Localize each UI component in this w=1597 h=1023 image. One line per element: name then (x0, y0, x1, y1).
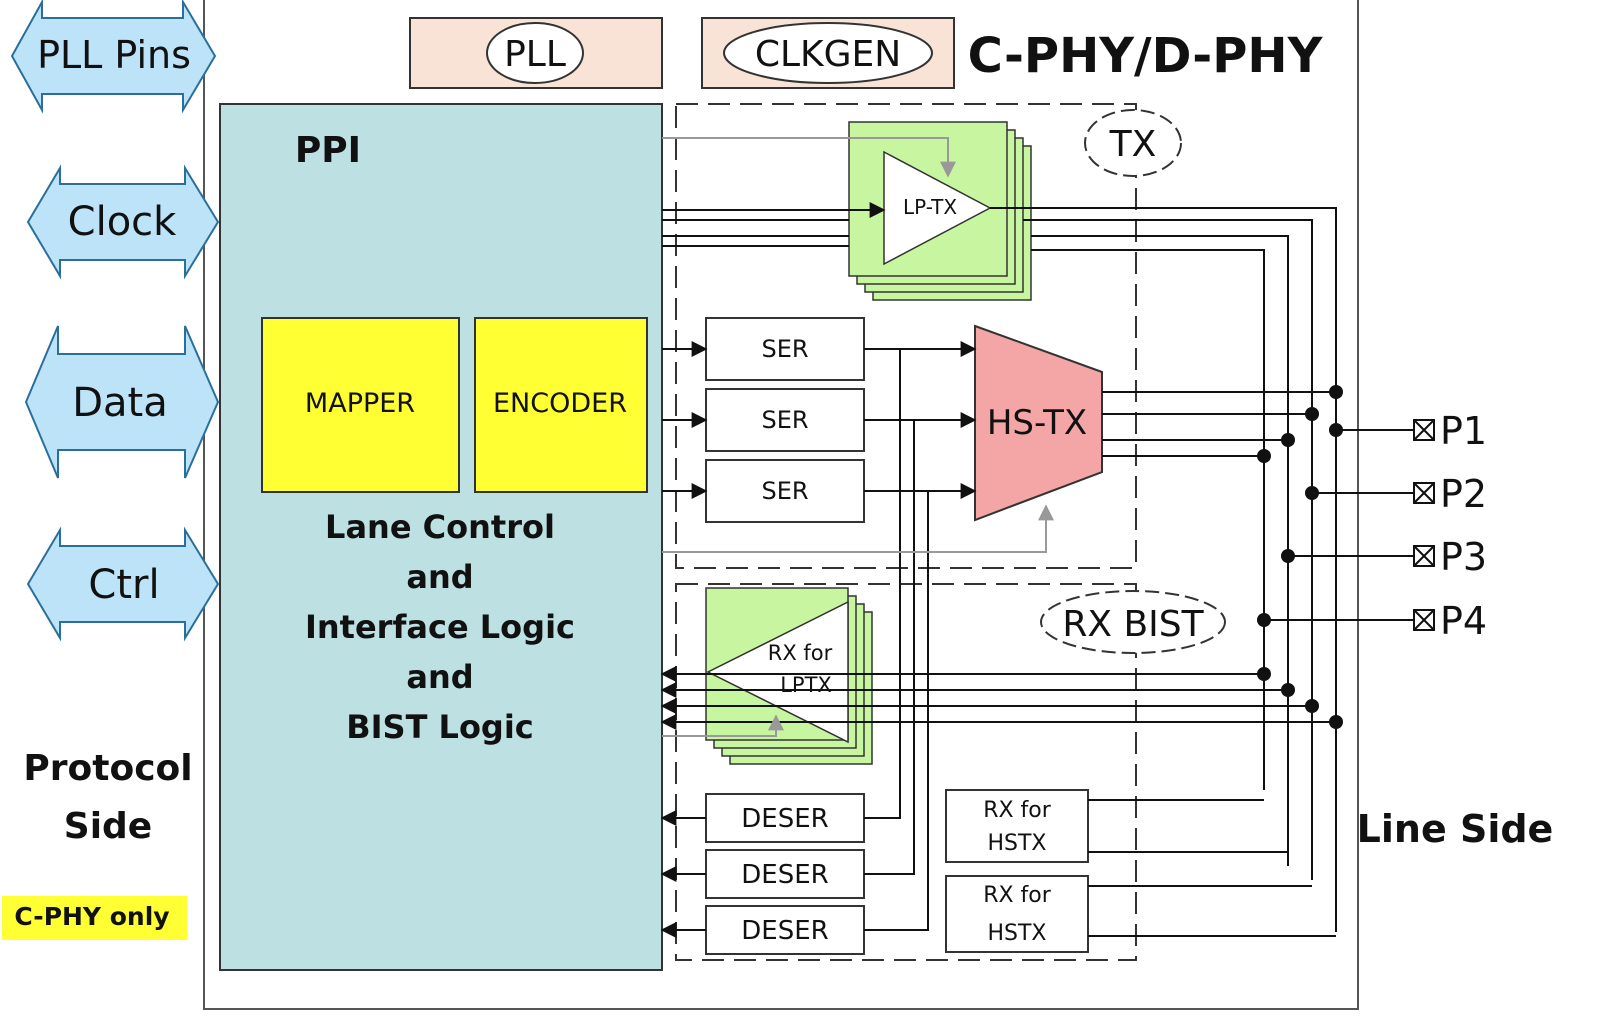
tx-label: TX (1109, 124, 1157, 165)
rx-hstx-2-line2: HSTX (987, 921, 1046, 946)
rx-hstx-1-line2: HSTX (987, 831, 1046, 856)
rx-hstx-2-line1: RX for (983, 883, 1052, 908)
pin-p2: P2 (1413, 472, 1487, 516)
protocol-side-line2: Side (64, 806, 152, 847)
ser-label-2: SER (761, 406, 808, 434)
mapper-block (261, 317, 460, 493)
rx-region (675, 583, 1137, 961)
control-lines (662, 137, 1054, 737)
encoder-block (474, 317, 648, 493)
wiring (660, 202, 1414, 938)
pin-p4: P4 (1413, 599, 1487, 643)
clkgen-ellipse (723, 22, 933, 84)
rx-bist-label: RX BIST (1062, 604, 1204, 645)
cphy-only-label: C-PHY only (14, 902, 169, 931)
pll-label: PLL (504, 34, 566, 75)
clock-label: Clock (68, 199, 178, 245)
pin-p3: P3 (1413, 535, 1487, 579)
pll-ellipse (486, 22, 584, 84)
phy-boundary (203, 0, 1359, 1010)
tx-region (675, 103, 1137, 569)
deser-box-3 (705, 905, 865, 955)
rx-bist-ellipse (1040, 590, 1226, 654)
ser-label-1: SER (761, 335, 808, 363)
clock-arrow: Clock (26, 164, 220, 280)
deser-label-1: DESER (741, 804, 828, 834)
lp-tx-label: LP-TX (903, 195, 957, 219)
pll-pins-label: PLL Pins (37, 33, 191, 77)
pin-p3-label: P3 (1440, 535, 1487, 579)
cphy-only-badge (2, 896, 187, 940)
tx-ellipse (1084, 109, 1182, 177)
deser-label-2: DESER (741, 860, 828, 890)
protocol-side-line1: Protocol (23, 748, 192, 789)
rx-hstx-1-line1: RX for (983, 798, 1052, 823)
pin-p1: P1 (1413, 409, 1487, 453)
pin-p4-label: P4 (1440, 599, 1487, 643)
hs-tx-label: HS-TX (987, 403, 1087, 443)
encoder-label: ENCODER (493, 388, 627, 419)
ppi-logic-line1: Lane Control (325, 508, 555, 546)
rx-lptx-line1: RX for (768, 641, 833, 665)
ctrl-arrow: Ctrl (26, 526, 220, 642)
data-arrow: Data (24, 325, 220, 479)
data-label: Data (72, 380, 168, 426)
phy-title: C-PHY/D-PHY (968, 28, 1324, 84)
pin-p1-label: P1 (1440, 409, 1487, 453)
ppi-block (219, 103, 663, 971)
ser-box-3 (705, 459, 865, 523)
ppi-logic-line5: BIST Logic (346, 708, 534, 746)
ser-box-2 (705, 388, 865, 452)
rx-hstx-box-1 (945, 789, 1089, 863)
ppi-logic-line4: and (406, 658, 473, 696)
ppi-logic-line2: and (406, 558, 473, 596)
ppi-title: PPI (295, 130, 361, 171)
hs-tx-block (974, 324, 1103, 522)
pll-pins-arrow: PLL Pins (10, 0, 217, 114)
line-side-label: Line Side (1357, 807, 1554, 851)
junction-dots (1257, 385, 1343, 729)
rx-lptx-line2: LPTX (780, 673, 832, 697)
rx-lptx-block: RX for LPTX (705, 587, 873, 765)
mapper-label: MAPPER (305, 388, 415, 419)
ctrl-label: Ctrl (88, 562, 159, 608)
pin-p2-label: P2 (1440, 472, 1487, 516)
ppi-logic-line3: Interface Logic (305, 608, 575, 646)
deser-label-3: DESER (741, 916, 828, 946)
rx-hstx-box-2 (945, 875, 1089, 953)
ser-label-3: SER (761, 477, 808, 505)
clkgen-label: CLKGEN (755, 34, 901, 75)
